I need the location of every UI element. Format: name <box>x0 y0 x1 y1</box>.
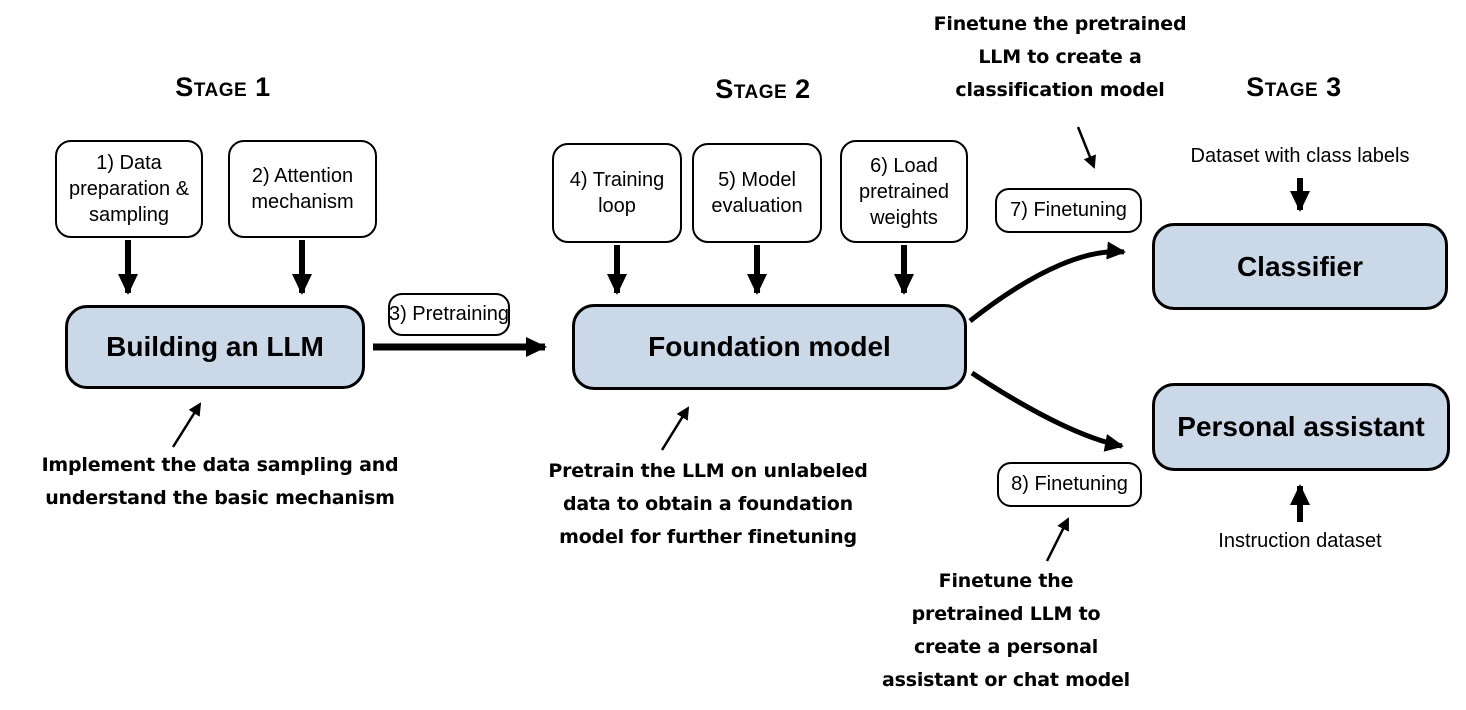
note-stage1: Implement the data sampling and understa… <box>40 449 400 515</box>
step-box-model-evaluation: 5) Model evaluation <box>692 143 822 243</box>
arrow-note-to-building <box>171 402 202 448</box>
pill-finetuning-7: 7) Finetuning <box>995 188 1142 233</box>
arrow-note-to-finetuning8 <box>1045 517 1070 562</box>
stage3-title: Stage 3 <box>1246 72 1342 102</box>
node-classifier: Classifier <box>1152 223 1448 310</box>
note-finetune-classifier-line1: Finetune the pretrained <box>933 13 1187 35</box>
node-personal-assistant: Personal assistant <box>1152 383 1450 471</box>
note-finetune-assistant: Finetune the pretrained LLM to create a … <box>856 565 1156 697</box>
note-finetune-assistant-line2: pretrained LLM to <box>911 603 1101 625</box>
step-box-data-preparation: 1) Data preparation & sampling <box>55 140 203 238</box>
label-instruction-dataset: Instruction dataset <box>1218 530 1382 552</box>
note-finetune-classifier: Finetune the pretrained LLM to create a … <box>910 8 1210 107</box>
note-stage2-line2: data to obtain a foundation <box>563 493 853 515</box>
note-finetune-assistant-line3: create a personal <box>913 636 1099 658</box>
node-foundation-model: Foundation model <box>572 304 967 390</box>
stage1-title: Stage 1 <box>175 72 271 102</box>
step-box-attention-mechanism: 2) Attention mechanism <box>228 140 377 238</box>
pill-finetuning-8: 8) Finetuning <box>997 462 1142 507</box>
step-box-load-pretrained-weights: 6) Load pretrained weights <box>840 140 968 243</box>
arrow-note-to-foundation <box>660 406 690 451</box>
note-finetune-assistant-line1: Finetune the <box>938 570 1074 592</box>
step-box-training-loop: 4) Training loop <box>552 143 682 243</box>
note-stage2-line1: Pretrain the LLM on unlabeled <box>548 460 868 482</box>
note-finetune-assistant-line4: assistant or chat model <box>882 669 1130 691</box>
note-stage2: Pretrain the LLM on unlabeled data to ob… <box>528 455 888 554</box>
pill-pretraining: 3) Pretraining <box>388 293 510 336</box>
label-dataset-with-class-labels: Dataset with class labels <box>1190 145 1410 167</box>
note-finetune-classifier-line2: LLM to create a <box>978 46 1142 68</box>
arrow-foundation-to-classifier <box>968 241 1126 323</box>
arrow-foundation-to-assistant <box>970 370 1124 452</box>
note-finetune-classifier-line3: classification model <box>955 79 1165 101</box>
arrow-note-to-finetuning7 <box>1076 126 1096 169</box>
node-building-an-llm: Building an LLM <box>65 305 365 389</box>
note-stage1-line1: Implement the data sampling and <box>41 454 399 476</box>
note-stage2-line3: model for further finetuning <box>559 526 857 548</box>
stage2-title: Stage 2 <box>715 74 811 104</box>
note-stage1-line2: understand the basic mechanism <box>45 487 395 509</box>
